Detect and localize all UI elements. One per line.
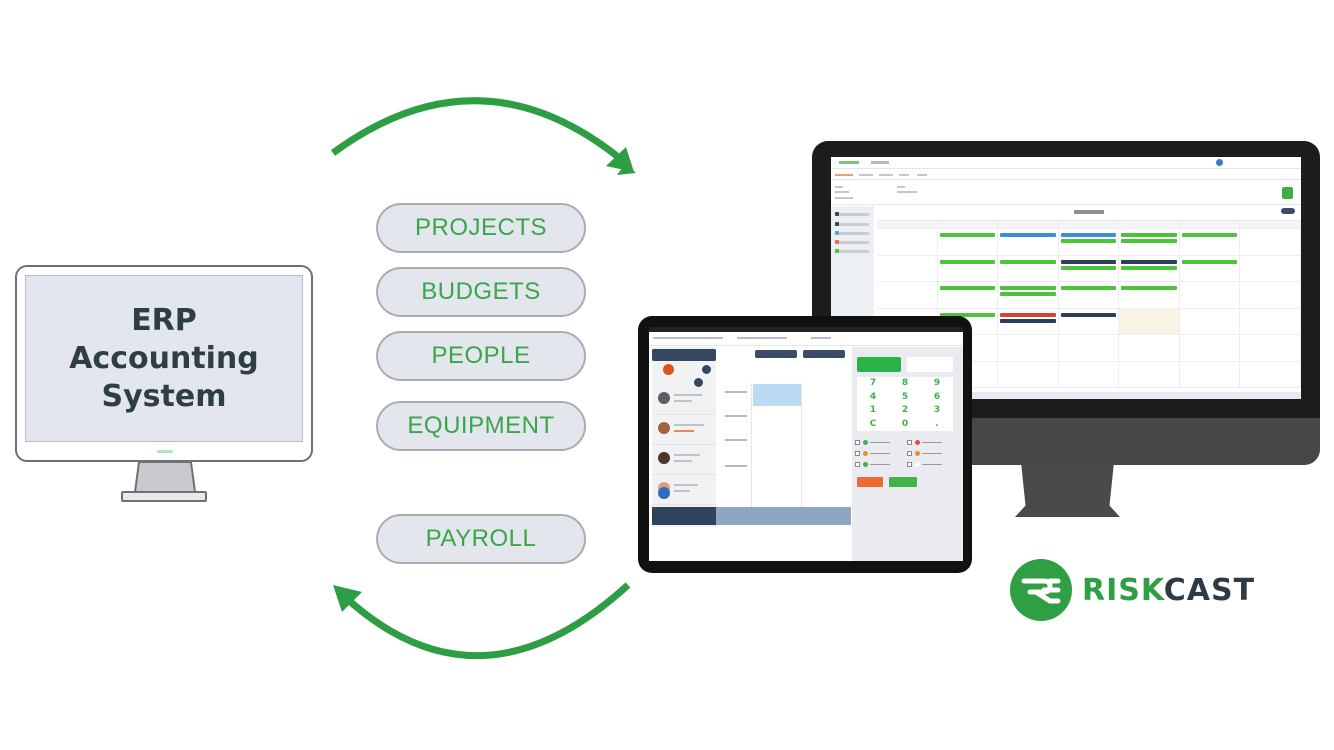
app-topbar bbox=[831, 157, 1301, 169]
wordmark-risk: RISK bbox=[1082, 572, 1164, 608]
erp-title-line2: Accounting bbox=[69, 340, 259, 376]
crew-button bbox=[652, 349, 716, 361]
erp-monitor-stand bbox=[133, 461, 197, 493]
timecard-grid bbox=[719, 347, 851, 527]
hours-entry-panel: 7 8 9 4 5 6 1 2 3 C 0 . bbox=[852, 347, 963, 561]
tablet-header bbox=[649, 332, 963, 346]
view-toggle bbox=[1281, 208, 1295, 214]
erp-screen: ERP Accounting System bbox=[25, 275, 303, 442]
flow-pill-projects: PROJECTS bbox=[376, 203, 586, 253]
keypad-key: 0 bbox=[901, 418, 909, 429]
filter-bar bbox=[831, 181, 1301, 205]
erp-title-line3: System bbox=[101, 378, 227, 414]
numeric-keypad: 7 8 9 4 5 6 1 2 3 C 0 . bbox=[857, 377, 953, 431]
erp-monitor-illustration: ERP Accounting System bbox=[15, 265, 313, 462]
keypad-key: 2 bbox=[901, 405, 909, 415]
riskcast-logo: RISKCAST bbox=[1010, 559, 1255, 621]
flow-pill-payroll: PAYROLL bbox=[376, 514, 586, 564]
keypad-key: 4 bbox=[869, 391, 877, 402]
user-avatar-icon bbox=[1216, 159, 1223, 166]
tablet-timecard-screenshot: 7 8 9 4 5 6 1 2 3 C 0 . bbox=[649, 327, 963, 561]
flow-pill-equipment: EQUIPMENT bbox=[376, 401, 586, 451]
keypad-key: C bbox=[869, 418, 877, 429]
keypad-key: 6 bbox=[933, 391, 941, 402]
totals-values bbox=[716, 507, 851, 525]
calendar-month-view bbox=[877, 206, 1301, 399]
flow-pill-people: PEOPLE bbox=[376, 331, 586, 381]
erp-monitor-base bbox=[121, 491, 207, 502]
hours-field bbox=[907, 357, 953, 372]
cancel-button-mock bbox=[857, 477, 883, 487]
keypad-key: 7 bbox=[869, 378, 877, 388]
erp-title: ERP Accounting System bbox=[69, 302, 259, 416]
app-logo bbox=[839, 161, 859, 164]
save-button-mock bbox=[889, 477, 917, 487]
keypad-key: 3 bbox=[933, 405, 941, 415]
desktop-monitor-stand bbox=[1015, 465, 1120, 517]
calendar-grid bbox=[877, 220, 1301, 388]
keypad-key: . bbox=[935, 418, 939, 429]
calendar-title bbox=[1074, 210, 1104, 214]
app-tabs bbox=[831, 170, 1301, 180]
erp-title-line1: ERP bbox=[131, 302, 197, 338]
hours-field-active bbox=[857, 357, 901, 372]
add-button bbox=[1282, 187, 1293, 199]
riskcast-logo-mark-icon bbox=[1010, 559, 1072, 621]
flow-pill-budgets: BUDGETS bbox=[376, 267, 586, 317]
wordmark-cast: CAST bbox=[1163, 572, 1256, 608]
totals-bar bbox=[652, 507, 716, 525]
keypad-key: 9 bbox=[933, 378, 941, 388]
riskcast-wordmark: RISKCAST bbox=[1082, 573, 1255, 608]
keypad-key: 5 bbox=[901, 391, 909, 402]
keypad-key: 1 bbox=[869, 405, 877, 415]
power-led bbox=[157, 450, 173, 453]
keypad-key: 8 bbox=[901, 378, 909, 388]
